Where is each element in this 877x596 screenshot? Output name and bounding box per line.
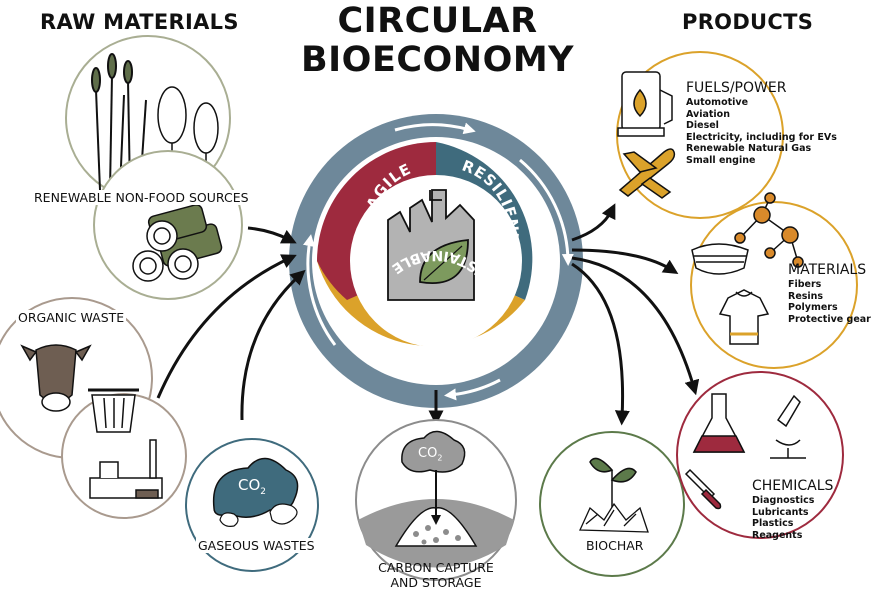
dropper-icon [684, 468, 722, 510]
list-item: Plastics [752, 518, 794, 529]
list-item: Renewable Natural Gas [686, 143, 812, 154]
logs-icon [132, 204, 223, 282]
central-ring [289, 114, 583, 408]
chemicals-title: CHEMICALS [752, 478, 834, 494]
charcoal-pile-icon [579, 502, 649, 533]
co2-cloud-icon [212, 457, 299, 527]
title-line-2: BIOECONOMY [300, 40, 575, 80]
title-line-1: CIRCULAR [337, 1, 538, 41]
renewable-label: RENEWABLE NON-FOOD SOURCES [32, 190, 251, 205]
resilient-label: RESILIENT [460, 157, 522, 246]
fuels-circle [616, 51, 784, 219]
list-item: Small engine [686, 154, 756, 166]
ccs-label: CARBON CAPTURE AND STORAGE [378, 560, 494, 590]
list-item: Fibers [788, 279, 822, 290]
list-item: Aviation [686, 108, 730, 120]
cow-icon [20, 344, 92, 412]
fuels-list: Automotive Aviation Diesel Electricity, … [686, 97, 837, 166]
list-item: Protective gear [788, 313, 871, 325]
page-title: CIRCULAR BIOECONOMY [270, 2, 605, 80]
list-item: Lubricants [752, 506, 809, 518]
list-item: Reagents [752, 529, 803, 541]
agile-label: AGILE [363, 160, 414, 212]
fuel-pump-icon [617, 71, 673, 137]
flow-arrows [156, 203, 700, 426]
seedling-icon [589, 457, 637, 510]
airplane-icon [618, 148, 676, 199]
biochar-circle [539, 431, 685, 577]
shirt-icon [718, 289, 770, 345]
microscope-icon [770, 394, 806, 459]
co2-label: CO2 [238, 476, 267, 497]
materials-list: Fibers Resins Polymers Protective gear [788, 279, 871, 325]
list-item: Electricity, including for EVs [686, 131, 837, 143]
biochar-label: BIOCHAR [584, 538, 646, 553]
list-item: Diagnostics [752, 495, 815, 506]
ccs-circle [355, 419, 517, 581]
factory-circle [61, 388, 187, 519]
fuels-title: FUELS/POWER [686, 80, 787, 96]
list-item: Resins [788, 290, 824, 302]
circulation-arrows [303, 122, 574, 401]
biorefinery-icon [387, 189, 475, 301]
ccs-co2-label: CO2 [418, 446, 443, 463]
materials-title: MATERIALS [788, 262, 867, 278]
organic-waste-label: ORGANIC WASTE [16, 310, 127, 325]
molecule-icon [734, 192, 804, 268]
list-item: Diesel [686, 120, 719, 131]
logs-circle [93, 150, 243, 300]
raw-materials-heading: RAW MATERIALS [40, 10, 239, 34]
gaseous-wastes-label: GASEOUS WASTES [196, 538, 317, 553]
trash-can-icon [88, 388, 139, 433]
chemicals-circle [676, 371, 844, 539]
factory-icon [89, 439, 163, 499]
list-item: Automotive [686, 97, 749, 108]
materials-circle [690, 192, 858, 369]
sustainable-label: SUSTAINABLE [388, 247, 499, 289]
products-heading: PRODUCTS [682, 10, 814, 34]
list-item: Polymers [788, 302, 838, 313]
flask-icon [692, 393, 746, 453]
chemicals-list: Diagnostics Lubricants Plastics Reagents [752, 495, 814, 541]
mask-icon [691, 243, 749, 275]
